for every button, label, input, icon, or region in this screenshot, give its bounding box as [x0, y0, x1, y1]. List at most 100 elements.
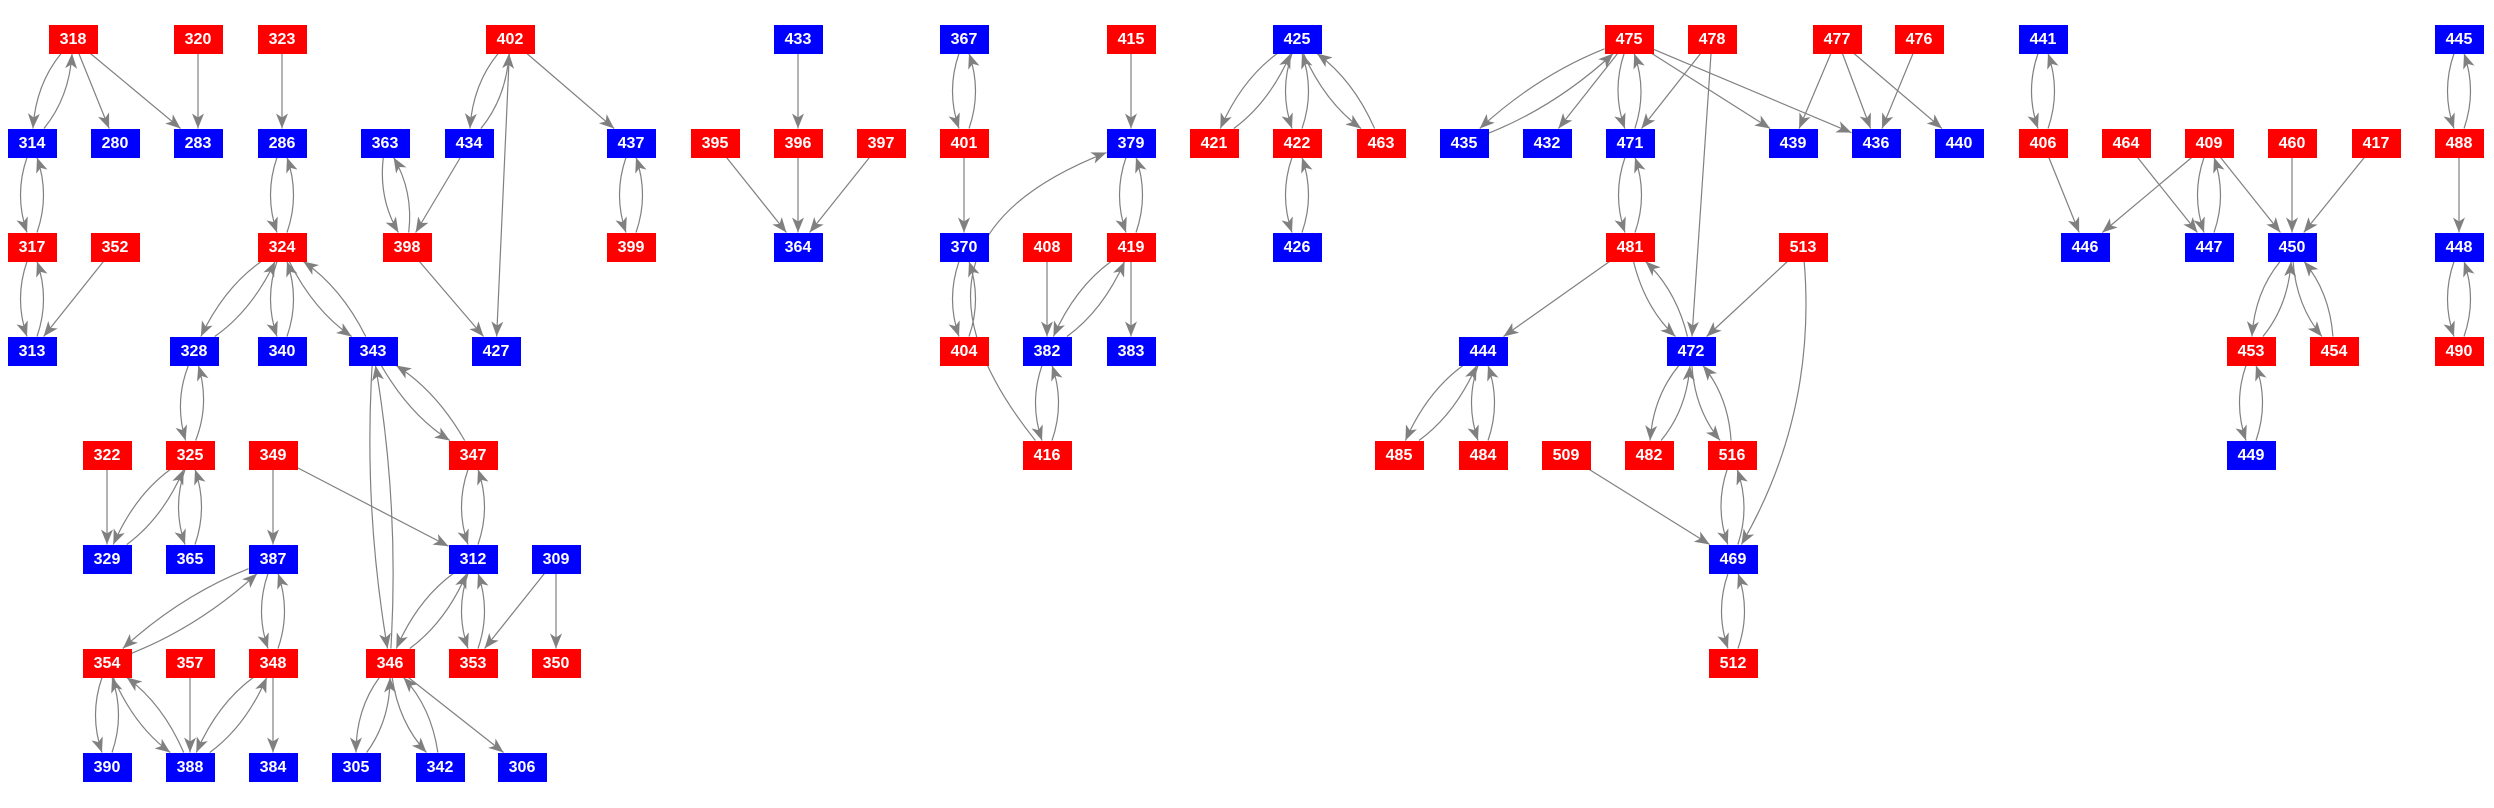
node-363[interactable]: 363: [360, 128, 410, 158]
node-348[interactable]: 348: [248, 648, 298, 678]
node-309[interactable]: 309: [531, 544, 581, 574]
node-404[interactable]: 404: [939, 336, 989, 366]
node-439[interactable]: 439: [1768, 128, 1818, 158]
node-367[interactable]: 367: [939, 24, 989, 54]
node-516[interactable]: 516: [1707, 440, 1757, 470]
node-512[interactable]: 512: [1708, 648, 1758, 678]
node-477[interactable]: 477: [1812, 24, 1862, 54]
node-398[interactable]: 398: [382, 232, 432, 262]
node-370[interactable]: 370: [939, 232, 989, 262]
node-280[interactable]: 280: [90, 128, 140, 158]
node-346[interactable]: 346: [365, 648, 415, 678]
node-426[interactable]: 426: [1272, 232, 1322, 262]
node-469[interactable]: 469: [1708, 544, 1758, 574]
node-384[interactable]: 384: [248, 752, 298, 782]
node-448[interactable]: 448: [2434, 232, 2484, 262]
node-417[interactable]: 417: [2351, 128, 2401, 158]
node-364[interactable]: 364: [773, 232, 823, 262]
node-329[interactable]: 329: [82, 544, 132, 574]
node-427[interactable]: 427: [471, 336, 521, 366]
node-352[interactable]: 352: [90, 232, 140, 262]
node-485[interactable]: 485: [1374, 440, 1424, 470]
node-471[interactable]: 471: [1605, 128, 1655, 158]
node-325[interactable]: 325: [165, 440, 215, 470]
node-312[interactable]: 312: [448, 544, 498, 574]
node-475[interactable]: 475: [1604, 24, 1654, 54]
node-478[interactable]: 478: [1687, 24, 1737, 54]
node-416[interactable]: 416: [1022, 440, 1072, 470]
node-447[interactable]: 447: [2184, 232, 2234, 262]
node-425[interactable]: 425: [1272, 24, 1322, 54]
node-354[interactable]: 354: [82, 648, 132, 678]
node-481[interactable]: 481: [1605, 232, 1655, 262]
node-419[interactable]: 419: [1106, 232, 1156, 262]
node-441[interactable]: 441: [2018, 24, 2068, 54]
node-482[interactable]: 482: [1624, 440, 1674, 470]
node-435[interactable]: 435: [1439, 128, 1489, 158]
node-322[interactable]: 322: [82, 440, 132, 470]
node-460[interactable]: 460: [2267, 128, 2317, 158]
node-509[interactable]: 509: [1541, 440, 1591, 470]
node-406[interactable]: 406: [2018, 128, 2068, 158]
node-347[interactable]: 347: [448, 440, 498, 470]
node-318[interactable]: 318: [48, 24, 98, 54]
node-449[interactable]: 449: [2226, 440, 2276, 470]
node-286[interactable]: 286: [257, 128, 307, 158]
node-283[interactable]: 283: [173, 128, 223, 158]
node-306[interactable]: 306: [497, 752, 547, 782]
node-383[interactable]: 383: [1106, 336, 1156, 366]
node-365[interactable]: 365: [165, 544, 215, 574]
node-445[interactable]: 445: [2434, 24, 2484, 54]
node-432[interactable]: 432: [1522, 128, 1572, 158]
node-340[interactable]: 340: [257, 336, 307, 366]
node-320[interactable]: 320: [173, 24, 223, 54]
node-437[interactable]: 437: [606, 128, 656, 158]
node-313[interactable]: 313: [7, 336, 57, 366]
node-421[interactable]: 421: [1189, 128, 1239, 158]
node-357[interactable]: 357: [165, 648, 215, 678]
node-450[interactable]: 450: [2267, 232, 2317, 262]
node-472[interactable]: 472: [1666, 336, 1716, 366]
node-476[interactable]: 476: [1894, 24, 1944, 54]
node-387[interactable]: 387: [248, 544, 298, 574]
node-490[interactable]: 490: [2434, 336, 2484, 366]
node-314[interactable]: 314: [7, 128, 57, 158]
node-401[interactable]: 401: [939, 128, 989, 158]
node-446[interactable]: 446: [2060, 232, 2110, 262]
node-324[interactable]: 324: [257, 232, 307, 262]
node-422[interactable]: 422: [1272, 128, 1322, 158]
node-453[interactable]: 453: [2226, 336, 2276, 366]
node-390[interactable]: 390: [82, 752, 132, 782]
node-408[interactable]: 408: [1022, 232, 1072, 262]
node-440[interactable]: 440: [1934, 128, 1984, 158]
node-397[interactable]: 397: [856, 128, 906, 158]
node-353[interactable]: 353: [448, 648, 498, 678]
node-349[interactable]: 349: [248, 440, 298, 470]
node-343[interactable]: 343: [348, 336, 398, 366]
node-342[interactable]: 342: [415, 752, 465, 782]
node-396[interactable]: 396: [773, 128, 823, 158]
node-454[interactable]: 454: [2309, 336, 2359, 366]
node-433[interactable]: 433: [773, 24, 823, 54]
node-415[interactable]: 415: [1106, 24, 1156, 54]
node-464[interactable]: 464: [2101, 128, 2151, 158]
node-388[interactable]: 388: [165, 752, 215, 782]
node-305[interactable]: 305: [331, 752, 381, 782]
node-379[interactable]: 379: [1106, 128, 1156, 158]
node-328[interactable]: 328: [169, 336, 219, 366]
node-402[interactable]: 402: [485, 24, 535, 54]
node-323[interactable]: 323: [257, 24, 307, 54]
node-488[interactable]: 488: [2434, 128, 2484, 158]
node-399[interactable]: 399: [606, 232, 656, 262]
node-382[interactable]: 382: [1022, 336, 1072, 366]
node-395[interactable]: 395: [690, 128, 740, 158]
node-317[interactable]: 317: [7, 232, 57, 262]
node-434[interactable]: 434: [444, 128, 494, 158]
node-463[interactable]: 463: [1356, 128, 1406, 158]
node-513[interactable]: 513: [1778, 232, 1828, 262]
node-444[interactable]: 444: [1458, 336, 1508, 366]
node-409[interactable]: 409: [2184, 128, 2234, 158]
node-436[interactable]: 436: [1851, 128, 1901, 158]
node-350[interactable]: 350: [531, 648, 581, 678]
node-484[interactable]: 484: [1458, 440, 1508, 470]
